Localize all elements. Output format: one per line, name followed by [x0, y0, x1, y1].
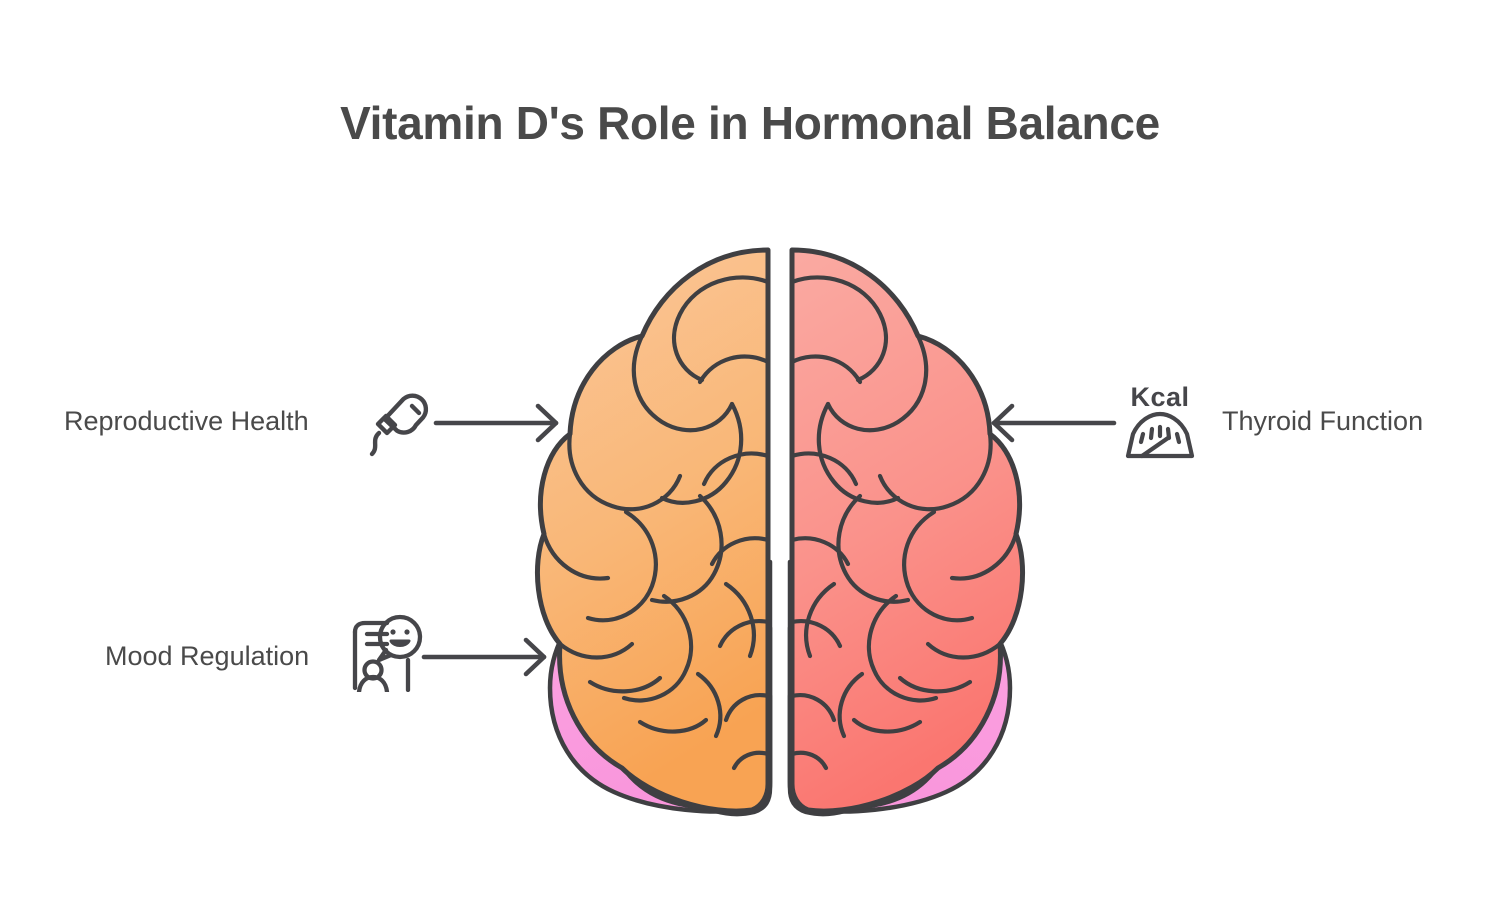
kcal-gauge-icon: Kcal	[1112, 372, 1208, 462]
brain-hemisphere-right	[789, 247, 1026, 814]
page-title: Vitamin D's Role in Hormonal Balance	[340, 97, 1160, 149]
brain-illustration	[530, 244, 1030, 820]
arrow-thyroid-function	[986, 400, 1118, 446]
brain-hemisphere-left	[534, 247, 771, 814]
arrow-reproductive-health	[432, 400, 564, 446]
sperm-cell-icon	[360, 380, 432, 460]
label-mood-regulation: Mood Regulation	[105, 641, 310, 671]
person-speech-smiley-icon	[346, 612, 424, 695]
arrow-mood-regulation	[420, 634, 552, 680]
kcal-icon-text: Kcal	[1130, 382, 1189, 412]
label-reproductive-health: Reproductive Health	[64, 406, 309, 436]
label-thyroid-function: Thyroid Function	[1222, 406, 1424, 436]
